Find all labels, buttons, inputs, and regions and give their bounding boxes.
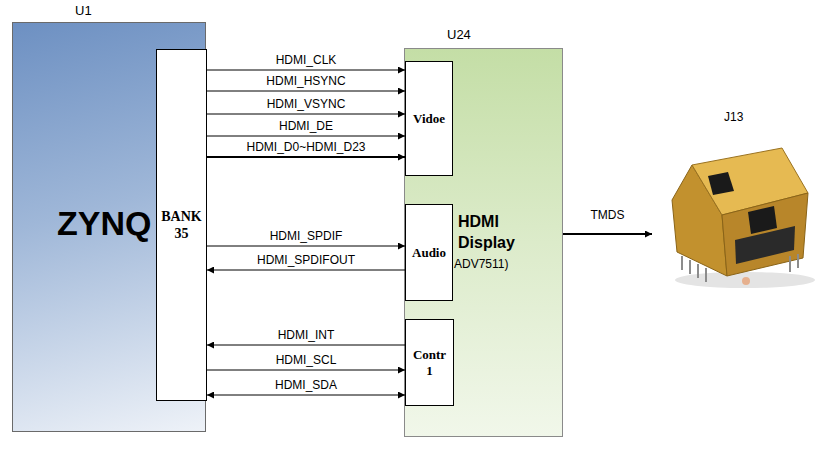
signal-arrow: [207, 156, 405, 158]
bank-name: BANK 35: [160, 208, 204, 242]
signal-arrow: [207, 114, 405, 115]
signal-name: HDMI_DE: [279, 119, 333, 133]
connector-node: J13: [652, 110, 815, 290]
function-box: Audio: [405, 204, 453, 301]
connector-front: [722, 193, 808, 276]
signal-name: HDMI_SPDIFOUT: [257, 253, 355, 267]
part-label: U24: [447, 27, 487, 43]
connector-mark: [742, 277, 750, 285]
signal-arrow: [207, 91, 405, 92]
signal-name: HDMI_CLK: [276, 53, 337, 67]
signal-name: HDMI_D0~HDMI_D23: [246, 140, 365, 154]
function-name: Vidoe: [407, 111, 451, 127]
shadow: [675, 272, 815, 288]
connector-hole: [708, 172, 734, 195]
signal-name: HDMI_SDA: [275, 378, 337, 392]
connector-pins: [682, 254, 798, 282]
signal-name: HDMI_SCL: [276, 353, 337, 367]
signal-arrow: [207, 270, 405, 271]
part-label: U1: [75, 3, 115, 19]
signal-arrow: [207, 136, 405, 137]
signal-name: HDMI_SPDIF: [270, 229, 343, 243]
signal-arrow: [207, 70, 405, 71]
hdmi-chip-box: U24HDMI DisplayADV7511)VidoeAudioContr 1: [404, 48, 563, 437]
signal-arrow: [207, 345, 405, 346]
signal-arrow: [563, 233, 652, 235]
function-name: Contr 1: [410, 347, 450, 379]
signal-name: HDMI_INT: [278, 328, 335, 342]
signal-arrow: [207, 246, 405, 247]
function-box: Contr 1: [405, 319, 454, 406]
function-name: Audio: [407, 245, 451, 261]
signal-name: HDMI_VSYNC: [267, 97, 346, 111]
chip-box: U1ZYNQBANK 35: [12, 22, 206, 432]
signal-arrow: [207, 370, 405, 371]
part-label: J13: [724, 110, 764, 124]
connector-opening: [735, 226, 795, 264]
signal-arrow: [207, 395, 405, 396]
function-box: Vidoe: [405, 61, 453, 176]
chip-model: ADV7511): [454, 257, 524, 271]
bank-box: BANK 35: [156, 49, 207, 401]
connector-hole: [748, 206, 777, 234]
signal-name: TMDS: [591, 208, 625, 222]
chip-name: HDMI Display: [458, 211, 528, 253]
signal-name: HDMI_HSYNC: [266, 74, 345, 88]
